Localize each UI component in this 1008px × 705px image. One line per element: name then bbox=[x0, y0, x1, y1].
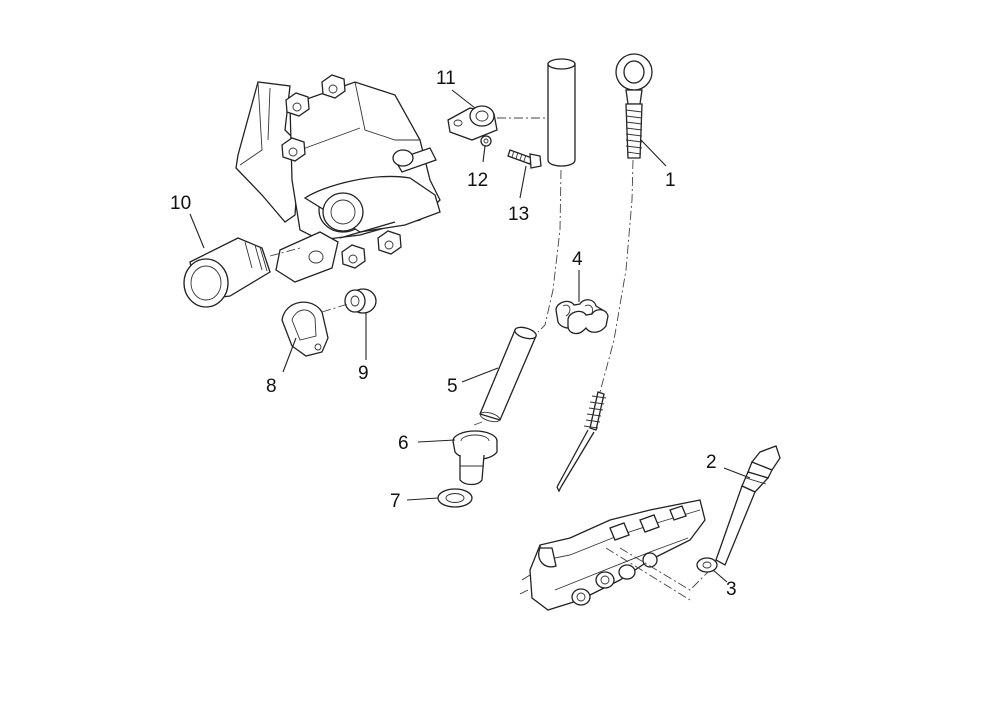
part-12-washer bbox=[480, 135, 492, 147]
part-7-washer bbox=[437, 488, 473, 508]
callout-13: 13 bbox=[508, 204, 529, 225]
leader-lines bbox=[189, 89, 751, 583]
callout-4: 4 bbox=[572, 249, 583, 270]
callout-1: 1 bbox=[665, 170, 676, 191]
upper-tube bbox=[537, 58, 576, 333]
transmission-case-illustration bbox=[519, 499, 711, 611]
callout-2: 2 bbox=[706, 452, 717, 473]
part-3-washer bbox=[696, 557, 718, 573]
part-1-dipstick bbox=[556, 53, 653, 493]
part-9-grommet bbox=[344, 288, 377, 314]
callout-labels: 1 2 3 4 5 6 7 8 9 10 11 12 13 bbox=[170, 68, 737, 600]
part-10-fitting bbox=[183, 237, 301, 308]
part-2-guide-tube bbox=[715, 445, 781, 566]
part-5-hose bbox=[479, 326, 537, 423]
part-6-connector bbox=[452, 421, 498, 486]
callout-12: 12 bbox=[467, 170, 488, 191]
part-4-clips bbox=[555, 299, 609, 335]
callout-8: 8 bbox=[266, 376, 277, 397]
callout-9: 9 bbox=[358, 363, 369, 384]
callout-6: 6 bbox=[398, 433, 409, 454]
part-8-clamp bbox=[281, 301, 349, 357]
callout-10: 10 bbox=[170, 193, 191, 214]
callout-11: 11 bbox=[436, 68, 456, 89]
callout-7: 7 bbox=[390, 491, 401, 512]
callout-5: 5 bbox=[447, 376, 458, 397]
part-13-bolt bbox=[507, 149, 542, 169]
callout-3: 3 bbox=[726, 579, 737, 600]
part-11-bracket bbox=[447, 105, 548, 141]
engine-housing-illustration bbox=[235, 74, 441, 283]
